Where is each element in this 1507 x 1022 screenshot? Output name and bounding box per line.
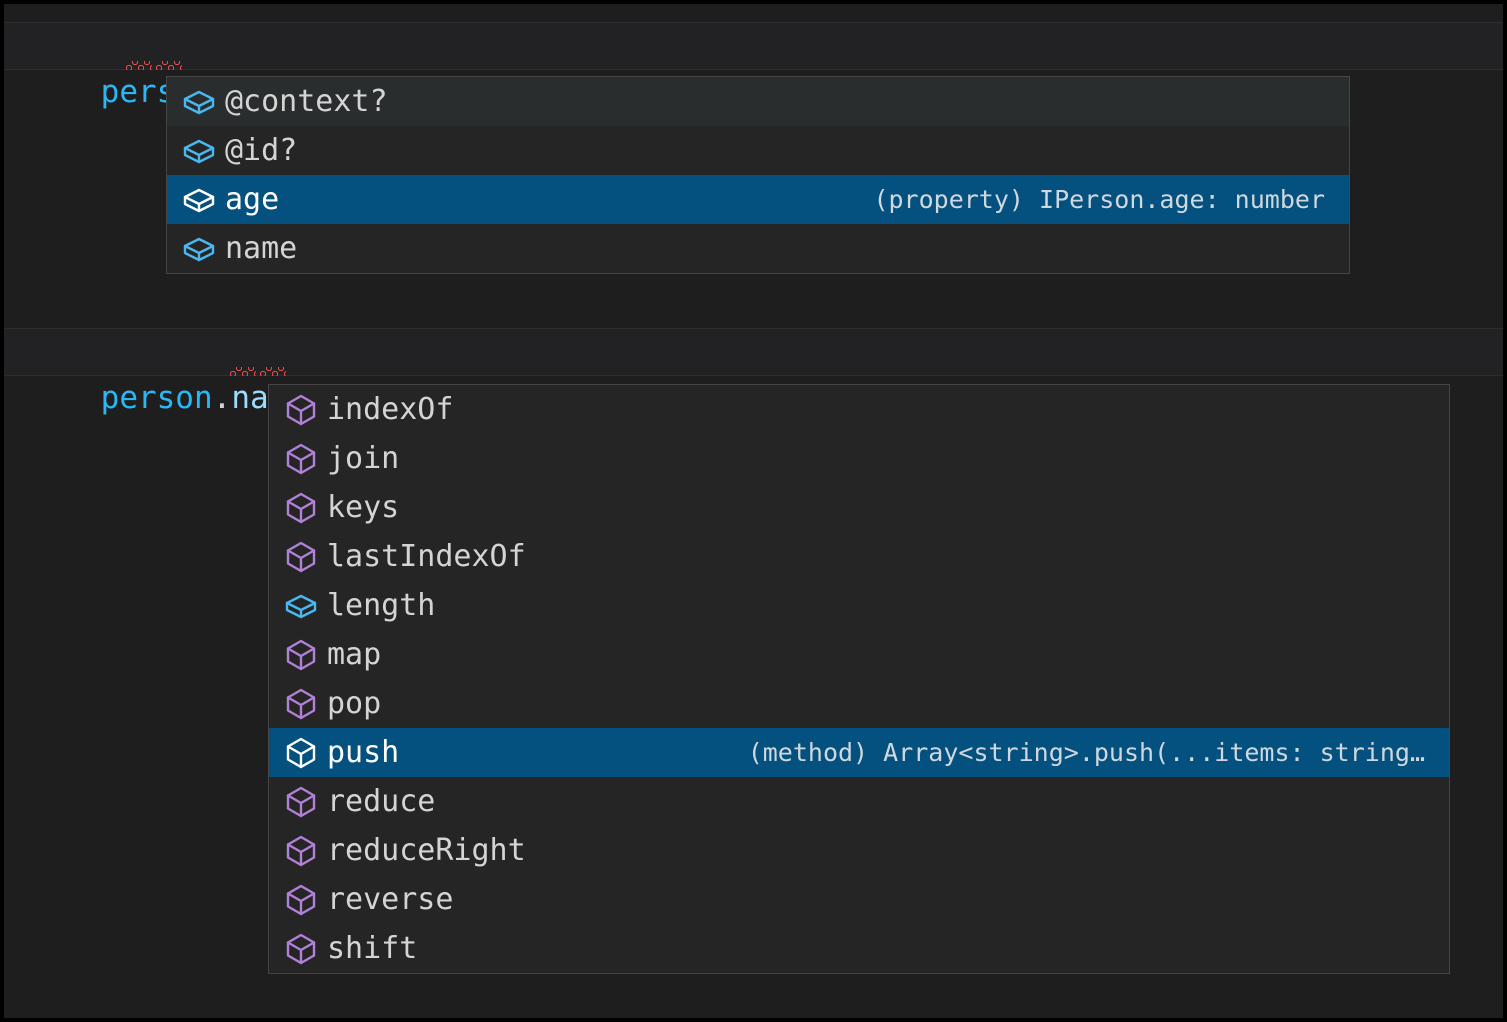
suggest-item-label: keys bbox=[327, 490, 400, 525]
suggest-item-push[interactable]: push (method) Array<string>.push(...items… bbox=[269, 728, 1449, 777]
suggest-item-label: name bbox=[225, 231, 298, 266]
suggest-item-label: push bbox=[327, 735, 400, 770]
suggest-item-label: shift bbox=[327, 931, 418, 966]
suggest-item-pop[interactable]: pop bbox=[269, 679, 1449, 728]
property-cube-icon bbox=[281, 586, 321, 626]
method-cube-icon bbox=[281, 684, 321, 724]
property-cube-icon bbox=[179, 180, 219, 220]
suggest-item-label: pop bbox=[327, 686, 382, 721]
method-cube-icon bbox=[281, 439, 321, 479]
property-cube-icon bbox=[179, 229, 219, 269]
method-cube-icon bbox=[281, 390, 321, 430]
error-squiggle-line-1-b bbox=[156, 61, 182, 70]
method-cube-icon bbox=[281, 782, 321, 822]
suggest-item-length[interactable]: length bbox=[269, 581, 1449, 630]
error-squiggle-line-1-a bbox=[126, 61, 152, 70]
code-editor-surface[interactable]: person.; person.name.; @context? @id? age (… bbox=[4, 4, 1503, 1018]
suggest-item-label: age bbox=[225, 182, 280, 217]
suggest-widget-array-members[interactable]: indexOf join keys lastIndexOf length map pop pu… bbox=[268, 384, 1450, 974]
suggest-item-age[interactable]: age (property) IPerson.age: number bbox=[167, 175, 1349, 224]
code-token-dot-1: . bbox=[212, 380, 232, 416]
suggest-item-label: reduceRight bbox=[327, 833, 526, 868]
suggest-item-detail: (property) IPerson.age: number bbox=[873, 185, 1325, 214]
suggest-item-lastindexof[interactable]: lastIndexOf bbox=[269, 532, 1449, 581]
suggest-item-label: length bbox=[327, 588, 436, 623]
method-cube-icon bbox=[281, 733, 321, 773]
suggest-item-reduceright[interactable]: reduceRight bbox=[269, 826, 1449, 875]
method-cube-icon bbox=[281, 831, 321, 871]
suggest-item-detail: (method) Array<string>.push(...items: st… bbox=[747, 738, 1425, 767]
suggest-item-shift[interactable]: shift bbox=[269, 924, 1449, 973]
property-cube-icon bbox=[179, 82, 219, 122]
suggest-item-reduce[interactable]: reduce bbox=[269, 777, 1449, 826]
method-cube-icon bbox=[281, 635, 321, 675]
code-token-identifier: person bbox=[100, 380, 213, 416]
suggest-item-label: @context? bbox=[225, 84, 388, 119]
method-cube-icon bbox=[281, 537, 321, 577]
code-line-2[interactable]: person.name.; bbox=[4, 328, 1503, 416]
method-cube-icon bbox=[281, 880, 321, 920]
method-cube-icon bbox=[281, 488, 321, 528]
error-squiggle-line-2-b bbox=[260, 367, 286, 376]
suggest-item-label: map bbox=[327, 637, 382, 672]
suggest-item-context[interactable]: @context? bbox=[167, 77, 1349, 126]
suggest-item-label: lastIndexOf bbox=[327, 539, 526, 574]
method-cube-icon bbox=[281, 929, 321, 969]
suggest-item-label: reverse bbox=[327, 882, 454, 917]
suggest-item-id[interactable]: @id? bbox=[167, 126, 1349, 175]
suggest-item-indexof[interactable]: indexOf bbox=[269, 385, 1449, 434]
suggest-item-map[interactable]: map bbox=[269, 630, 1449, 679]
code-line-1[interactable]: person.; bbox=[4, 22, 1503, 110]
suggest-item-label: reduce bbox=[327, 784, 436, 819]
error-squiggle-line-2-a bbox=[230, 367, 256, 376]
suggest-item-keys[interactable]: keys bbox=[269, 483, 1449, 532]
suggest-item-name[interactable]: name bbox=[167, 224, 1349, 273]
suggest-widget-person-members[interactable]: @context? @id? age (property) IPerson.age: … bbox=[166, 76, 1350, 274]
suggest-item-reverse[interactable]: reverse bbox=[269, 875, 1449, 924]
suggest-item-label: @id? bbox=[225, 133, 298, 168]
suggest-item-label: indexOf bbox=[327, 392, 454, 427]
suggest-item-label: join bbox=[327, 441, 400, 476]
suggest-item-join[interactable]: join bbox=[269, 434, 1449, 483]
property-cube-icon bbox=[179, 131, 219, 171]
